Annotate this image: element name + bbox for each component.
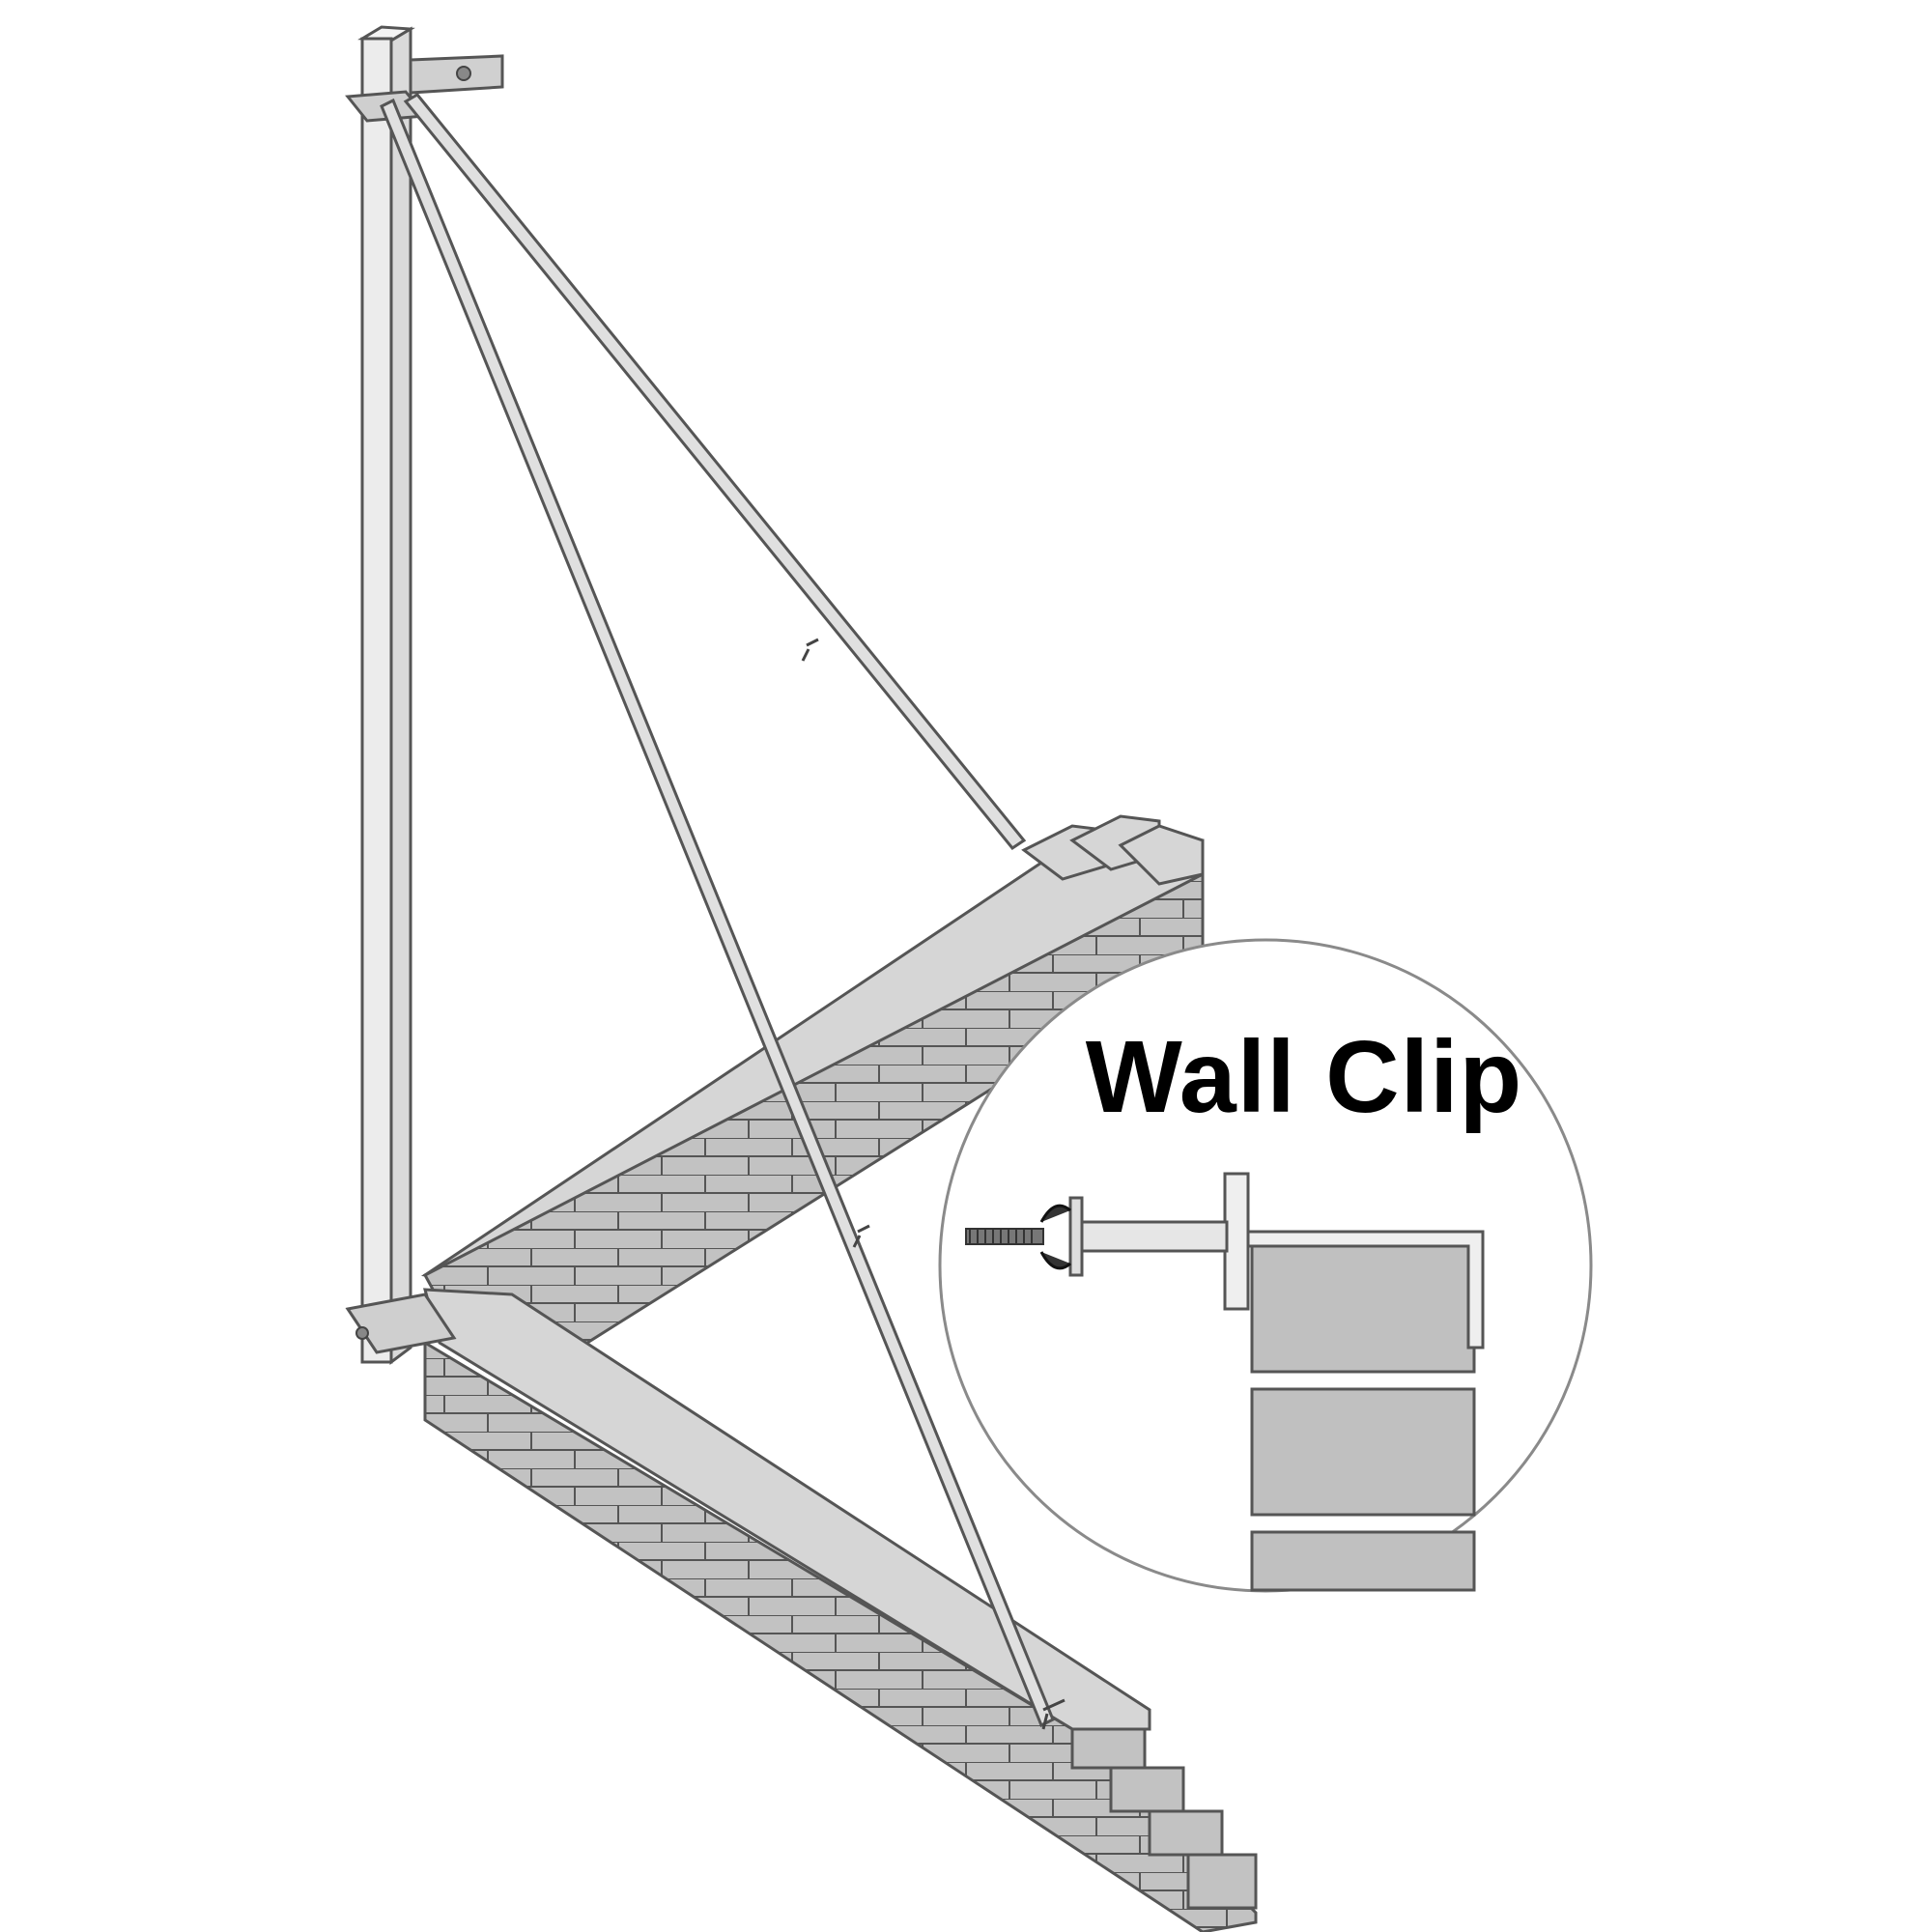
wing-nut-icon: [852, 1224, 870, 1248]
front-wall: [423, 1288, 1258, 1932]
diagonal-brace-lower: [380, 98, 1065, 1730]
diagonal-brace-upper: [403, 93, 1027, 851]
wall-clip-label: Wall Clip: [1085, 1020, 1523, 1134]
wall-clip-detail: [938, 938, 1593, 1593]
wing-nut-icon: [801, 638, 819, 662]
wing-nut-icon: [1039, 1204, 1071, 1270]
screw-icon: [965, 1228, 1044, 1245]
corner-post: [357, 25, 415, 1365]
back-wall: [420, 814, 1205, 1350]
bottom-bracket: [345, 1293, 457, 1354]
top-bracket: [345, 54, 504, 123]
